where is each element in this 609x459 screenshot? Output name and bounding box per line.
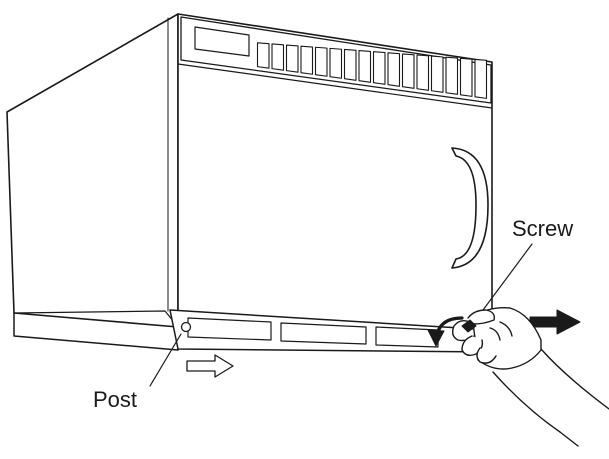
control-button — [372, 51, 386, 85]
control-button — [256, 42, 270, 69]
door-handle — [451, 147, 489, 269]
control-button — [343, 48, 357, 81]
control-button — [358, 50, 372, 83]
trim-strip-panel-2 — [280, 322, 367, 345]
control-button — [387, 52, 401, 87]
control-button — [416, 54, 430, 91]
screw-label: Screw — [512, 216, 574, 241]
control-panel-separator — [177, 63, 493, 109]
control-button — [445, 56, 459, 95]
control-button — [459, 57, 473, 97]
solid-right-arrow-icon — [529, 309, 581, 335]
oven-left-side-panel — [6, 13, 179, 328]
outline-right-arrow-icon — [186, 354, 234, 378]
curved-arrow-head — [427, 329, 445, 347]
control-button — [401, 53, 415, 89]
display-window — [194, 26, 250, 57]
trim-strip-panel-3 — [375, 326, 439, 348]
post-leader-line — [149, 333, 182, 387]
control-button — [314, 46, 328, 77]
control-buttons — [256, 42, 488, 99]
post-peg — [180, 321, 192, 333]
control-button — [329, 47, 343, 79]
control-button — [300, 45, 314, 75]
post-label: Post — [93, 387, 138, 412]
control-button — [285, 44, 299, 73]
control-button — [271, 43, 285, 71]
control-button — [474, 58, 488, 99]
screw-leader-line — [482, 243, 533, 311]
hand-illustration — [451, 306, 609, 447]
control-button — [430, 55, 444, 93]
